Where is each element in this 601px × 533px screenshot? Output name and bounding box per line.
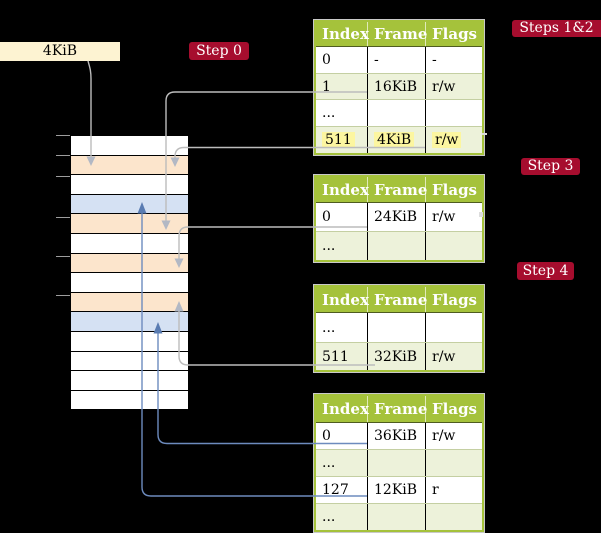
cell-flags (425, 504, 482, 530)
column-header-flags: Flags (425, 22, 482, 46)
cell-flags: r (425, 477, 482, 503)
column-header-frame: Frame (367, 396, 427, 422)
cell-flags: r/w (425, 203, 482, 231)
cell-flags: r/w (425, 423, 482, 449)
memory-row-3-mapped-frame (71, 193, 188, 214)
memory-row-11 (71, 350, 188, 371)
cell-flags: r/w (425, 127, 482, 153)
table-row: 1 16KiB r/w (316, 73, 482, 99)
page-table-level-mid-2: Index Frame Flags ... 511 32KiB r/w (313, 284, 485, 373)
cell-index: ... (322, 105, 336, 121)
memory-row-8-page-table (71, 291, 188, 312)
memory-row-1-page-table (71, 154, 188, 175)
cell-flags (425, 232, 482, 260)
column-header-index: Index (322, 400, 369, 418)
step-0-badge: Step 0 (189, 42, 249, 60)
cell-frame: 16KiB (367, 74, 425, 99)
page-table-level-bottom: Index Frame Flags 0 36KiB r/w ... 127 12… (313, 393, 485, 533)
step-4-badge: Step 4 (517, 262, 574, 280)
table-row: ... (316, 313, 482, 342)
cell-flags (425, 313, 482, 342)
cell-frame: 4KiB (367, 127, 425, 153)
column-header-flags: Flags (425, 287, 482, 312)
cell-frame: 36KiB (367, 423, 425, 449)
cell-frame (367, 232, 425, 260)
cell-index: 511 (322, 348, 349, 365)
table-row: 0 24KiB r/w (316, 203, 482, 231)
cell-flags (425, 450, 482, 476)
cell-index: ... (322, 455, 336, 471)
physical-memory-column (71, 135, 188, 411)
memory-row-9-mapped-frame (71, 311, 188, 331)
memory-row-4-page-table (71, 213, 188, 233)
table-row: ... (316, 503, 482, 530)
table-row-highlighted: 511 4KiB r/w (316, 126, 482, 153)
cell-frame: 32KiB (367, 343, 425, 370)
stray-mark (482, 133, 487, 135)
cell-index: ... (322, 238, 336, 254)
column-header-index: Index (322, 25, 369, 43)
memory-row-2 (71, 174, 188, 194)
cell-flags: - (425, 47, 482, 73)
cell-flags (425, 100, 482, 126)
cell-flags: r/w (425, 343, 482, 370)
cell-index: 1 (322, 78, 331, 95)
cell-index: 0 (322, 52, 331, 68)
address-tick (56, 176, 70, 178)
cell-frame: 12KiB (367, 477, 425, 503)
cell-index: ... (322, 319, 336, 336)
cell-flags: r/w (425, 74, 482, 99)
table-row: 127 12KiB r (316, 476, 482, 503)
table-row: 511 32KiB r/w (316, 342, 482, 370)
page-size-pointer-box: 4KiB (0, 42, 120, 61)
table-row: 0 - - (316, 47, 482, 73)
memory-row-6-page-table (71, 252, 188, 273)
table-row: ... (316, 99, 482, 126)
cell-index: 127 (322, 482, 349, 498)
column-header-flags: Flags (425, 396, 482, 422)
cell-index: 0 (322, 428, 331, 444)
column-header-frame: Frame (367, 287, 427, 312)
cell-frame (367, 100, 425, 126)
memory-row-10 (71, 330, 188, 351)
memory-row-7 (71, 272, 188, 292)
address-tick (56, 155, 70, 157)
stray-mark (479, 212, 483, 217)
page-table-level-top: Index Frame Flags 0 - - 1 16KiB r/w ... (313, 19, 485, 156)
cell-index: ... (322, 509, 336, 525)
page-table-level-mid-1: Index Frame Flags 0 24KiB r/w ... (313, 174, 485, 263)
steps-1-2-badge: Steps 1&2 (512, 20, 601, 37)
memory-row-12 (71, 370, 188, 390)
table-row: ... (316, 231, 482, 260)
memory-row-0 (71, 135, 188, 155)
table-row: 0 36KiB r/w (316, 423, 482, 449)
memory-row-5 (71, 232, 188, 253)
address-tick (56, 135, 70, 137)
column-header-flags: Flags (425, 177, 482, 202)
address-tick (56, 295, 70, 297)
table-row: ... (316, 449, 482, 476)
column-header-index: Index (322, 180, 369, 199)
step-3-badge: Step 3 (521, 158, 580, 175)
column-header-index: Index (322, 290, 369, 309)
cell-frame: - (367, 47, 425, 73)
address-tick (56, 256, 70, 258)
memory-row-13 (71, 389, 188, 410)
column-header-frame: Frame (367, 177, 427, 202)
cell-frame (367, 450, 425, 476)
cell-index: 0 (322, 209, 331, 225)
cell-frame (367, 313, 425, 342)
cell-index: 511 (316, 127, 367, 153)
cell-frame: 24KiB (367, 203, 425, 231)
address-tick (56, 217, 70, 219)
column-header-frame: Frame (367, 22, 427, 46)
cell-frame (367, 504, 425, 530)
